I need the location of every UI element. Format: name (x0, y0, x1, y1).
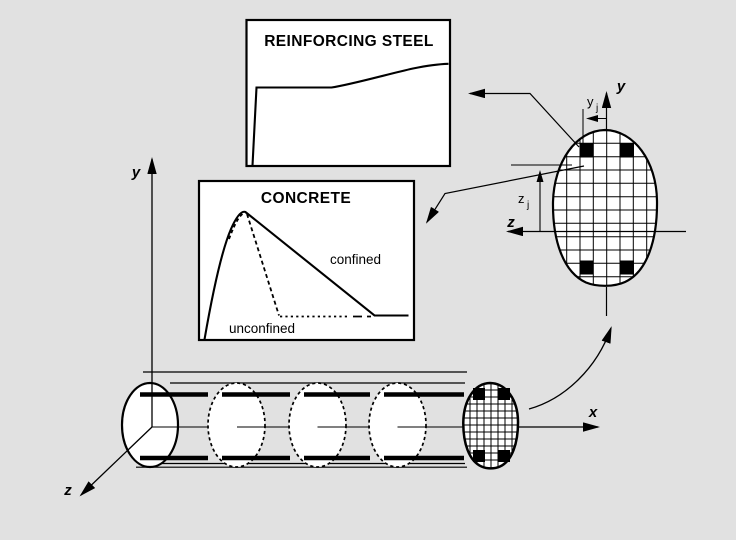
member-x-axis-label: x (588, 404, 598, 421)
section-steel-fibers (579, 143, 634, 275)
beam-left-section-outline (120, 381, 180, 469)
beam-slice-dashed-1 (207, 382, 266, 468)
section-zoom-arrow (528, 326, 612, 410)
section-outline (551, 128, 659, 287)
steel-panel-frame (245, 18, 452, 168)
zj-subscript: j (526, 200, 529, 211)
zj-label: z (518, 191, 525, 206)
section-fill (552, 130, 658, 286)
yj-dimension: y j (582, 94, 607, 148)
section-y-axis-label: y (616, 78, 626, 95)
steel-law-panel: REINFORCING STEEL (245, 18, 452, 168)
beam-member: y z x (63, 157, 600, 499)
end-section-outline (462, 381, 520, 470)
member-z-axis-arrow (79, 426, 153, 497)
concrete-fiber-leader-arrow (425, 165, 585, 224)
confined-concrete-curve (203, 210, 409, 340)
zj-dimension: z j (511, 164, 572, 232)
beam-slice-dashed-3 (368, 382, 427, 468)
enlarged-fiber-section: y z y j z j (425, 78, 686, 316)
yj-subscript: j (595, 103, 598, 114)
unconfined-label: unconfined (229, 321, 295, 336)
concrete-panel-title: CONCRETE (261, 190, 351, 207)
steel-fiber-leader-arrow (468, 88, 580, 148)
yj-label: y (587, 94, 594, 109)
member-y-axis-label: y (131, 164, 141, 181)
section-z-axis-label: z (506, 214, 515, 231)
confined-label: confined (330, 252, 381, 267)
concrete-law-panel: CONCRETE confined unconfined (197, 179, 416, 342)
unconfined-concrete-descending-curve (246, 213, 280, 316)
beam-end-fiber-section (462, 381, 520, 470)
unconfined-concrete-rising-curve (228, 211, 247, 240)
steel-panel-title: REINFORCING STEEL (264, 33, 434, 50)
beam-slice-dashed-2 (288, 382, 347, 468)
member-z-axis-label: z (63, 482, 72, 499)
steel-stress-strain-curve (251, 62, 449, 166)
